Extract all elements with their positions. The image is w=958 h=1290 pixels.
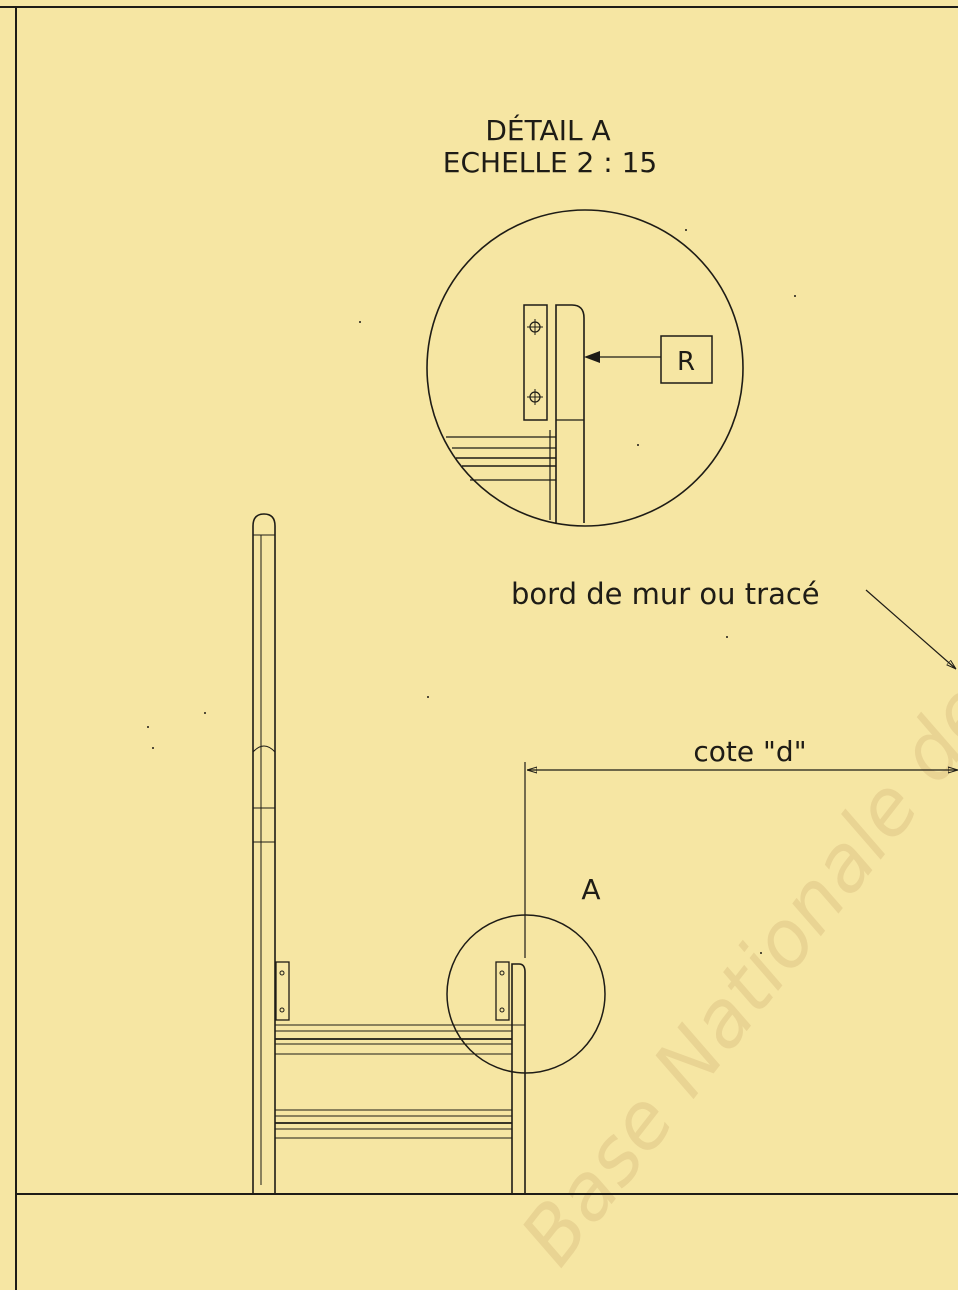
scan-specks (147, 229, 796, 954)
detail-a-callout-circle (446, 914, 606, 1074)
weld-symbol-letter: R (677, 347, 695, 377)
bolt-hole-icon (527, 319, 543, 335)
watermark-text: Base Nationale des (504, 635, 958, 1282)
wall-edge-note: bord de mur ou tracé (511, 577, 956, 669)
dimension-d: cote "d" (524, 735, 958, 958)
detail-scale: ECHELLE 2 : 15 (443, 146, 657, 179)
wall-edge-label: bord de mur ou tracé (511, 577, 820, 611)
detail-a-view: R (426, 209, 744, 527)
bolt-hole-icon (527, 389, 543, 405)
dimension-d-label: cote "d" (693, 735, 806, 768)
detail-a-callout-label: A (581, 873, 600, 906)
detail-title: DÉTAIL A (485, 113, 610, 147)
drawing-frame (0, 6, 958, 1290)
weld-arrow-icon (584, 351, 600, 363)
staircase-side-view (252, 513, 526, 1194)
weld-symbol-box (660, 335, 713, 384)
